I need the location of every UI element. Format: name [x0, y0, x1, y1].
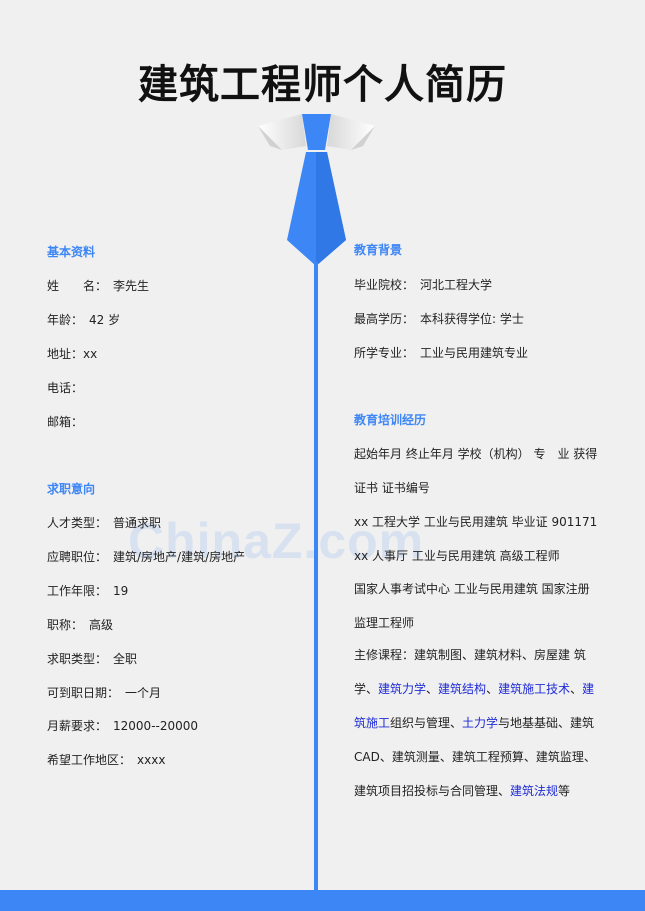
- page-title: 建筑工程师个人简历: [138, 62, 507, 108]
- field-value: 19: [113, 584, 129, 598]
- basic-phone-row: 电话：: [47, 379, 89, 396]
- training-line: xx 工程大学 工业与民用建筑 毕业证 901171: [354, 515, 598, 529]
- bottom-bar: [0, 890, 645, 911]
- field-label: 毕业院校：: [354, 278, 415, 292]
- job-row: 工作年限： 19: [47, 582, 128, 599]
- field-value: xxxx: [137, 753, 166, 767]
- watermark: ChinaZ.com: [128, 513, 425, 569]
- field-value: 一个月: [125, 686, 162, 700]
- center-divider: [314, 262, 318, 894]
- basic-age-row: 年龄： 42 岁: [47, 311, 120, 328]
- field-value: 李先生: [113, 279, 150, 293]
- basic-address-row: 地址：xx: [47, 345, 97, 362]
- training-line: xx 人事厅 工业与民用建筑 高级工程师: [354, 549, 560, 563]
- field-value: 普通求职: [113, 516, 162, 530]
- course-link[interactable]: 建筑施工: [354, 682, 595, 730]
- field-label: 邮箱：: [47, 415, 84, 429]
- courses-paragraph: 主修课程：建筑制图、建筑材料、房屋建 筑学、建筑力学、建筑结构、建筑施工技术、建…: [354, 638, 606, 808]
- field-value: 高级: [89, 618, 114, 632]
- tie-icon: [258, 114, 375, 266]
- field-value: 本科获得学位: 学士: [420, 312, 524, 326]
- job-row: 应聘职位： 建筑/房地产/建筑/房地产: [47, 548, 245, 565]
- basic-email-row: 邮箱：: [47, 413, 89, 430]
- courses-text: 、: [486, 682, 499, 696]
- basic-name-row: 姓 名： 李先生: [47, 277, 149, 294]
- field-value: 河北工程大学: [420, 278, 493, 292]
- courses-text: 等: [558, 784, 571, 798]
- edu-row: 所学专业： 工业与民用建筑专业: [354, 344, 528, 361]
- course-link[interactable]: 土力学: [462, 716, 499, 730]
- job-row: 月薪要求： 12000--20000: [47, 717, 198, 734]
- courses-text: 、: [426, 682, 439, 696]
- job-row: 职称： 高级: [47, 616, 113, 633]
- training-line: 监理工程师: [354, 616, 415, 630]
- job-row: 求职类型： 全职: [47, 650, 137, 667]
- field-value: 42 岁: [89, 313, 121, 327]
- training-line: 起始年月 终止年月 学校（机构） 专 业 获得: [354, 447, 598, 461]
- field-label: 希望工作地区：: [47, 753, 132, 767]
- field-value: 工业与民用建筑专业: [420, 346, 529, 360]
- training-line: 证书 证书编号: [354, 481, 430, 495]
- field-value: 12000--20000: [113, 719, 199, 733]
- field-value: 建筑/房地产/建筑/房地产: [113, 550, 246, 564]
- course-link[interactable]: 建筑施工技术: [498, 682, 571, 696]
- course-link[interactable]: 建筑法规: [510, 784, 559, 798]
- courses-text: 主修课程：建筑制图、建筑材料、房屋建 筑学、: [354, 648, 586, 696]
- field-label: 年龄：: [47, 313, 84, 327]
- edu-row: 毕业院校： 河北工程大学: [354, 276, 492, 293]
- course-link[interactable]: 建筑结构: [438, 682, 487, 696]
- field-label: 应聘职位：: [47, 550, 108, 564]
- field-value: 全职: [113, 652, 138, 666]
- field-label: 可到职日期：: [47, 686, 120, 700]
- field-label: 姓 名：: [47, 279, 108, 293]
- job-intent-heading: 求职意向: [47, 482, 96, 496]
- job-row: 可到职日期： 一个月: [47, 684, 161, 701]
- education-heading: 教育背景: [354, 243, 403, 257]
- courses-text: 、: [570, 682, 583, 696]
- field-label: 最高学历：: [354, 312, 415, 326]
- course-link[interactable]: 建筑力学: [378, 682, 427, 696]
- basic-info-heading: 基本资料: [47, 245, 96, 259]
- field-label: 所学专业：: [354, 346, 415, 360]
- field-label: 求职类型：: [47, 652, 108, 666]
- field-label: 职称：: [47, 618, 84, 632]
- field-label: 地址：: [47, 347, 84, 361]
- field-label: 月薪要求：: [47, 719, 108, 733]
- courses-text: 与地基基础、建筑 CAD、建筑测量、建筑工程预算、建筑监理、建筑项目招投标与合同…: [354, 716, 596, 798]
- field-label: 人才类型：: [47, 516, 108, 530]
- field-label: 电话：: [47, 381, 84, 395]
- job-row: 希望工作地区： xxxx: [47, 751, 165, 768]
- edu-row: 最高学历： 本科获得学位: 学士: [354, 310, 524, 327]
- job-row: 人才类型： 普通求职: [47, 514, 161, 531]
- training-heading: 教育培训经历: [354, 413, 427, 427]
- courses-text: 组织与管理、: [390, 716, 463, 730]
- field-label: 工作年限：: [47, 584, 108, 598]
- field-value: xx: [83, 347, 98, 361]
- training-line: 国家人事考试中心 工业与民用建筑 国家注册: [354, 582, 590, 596]
